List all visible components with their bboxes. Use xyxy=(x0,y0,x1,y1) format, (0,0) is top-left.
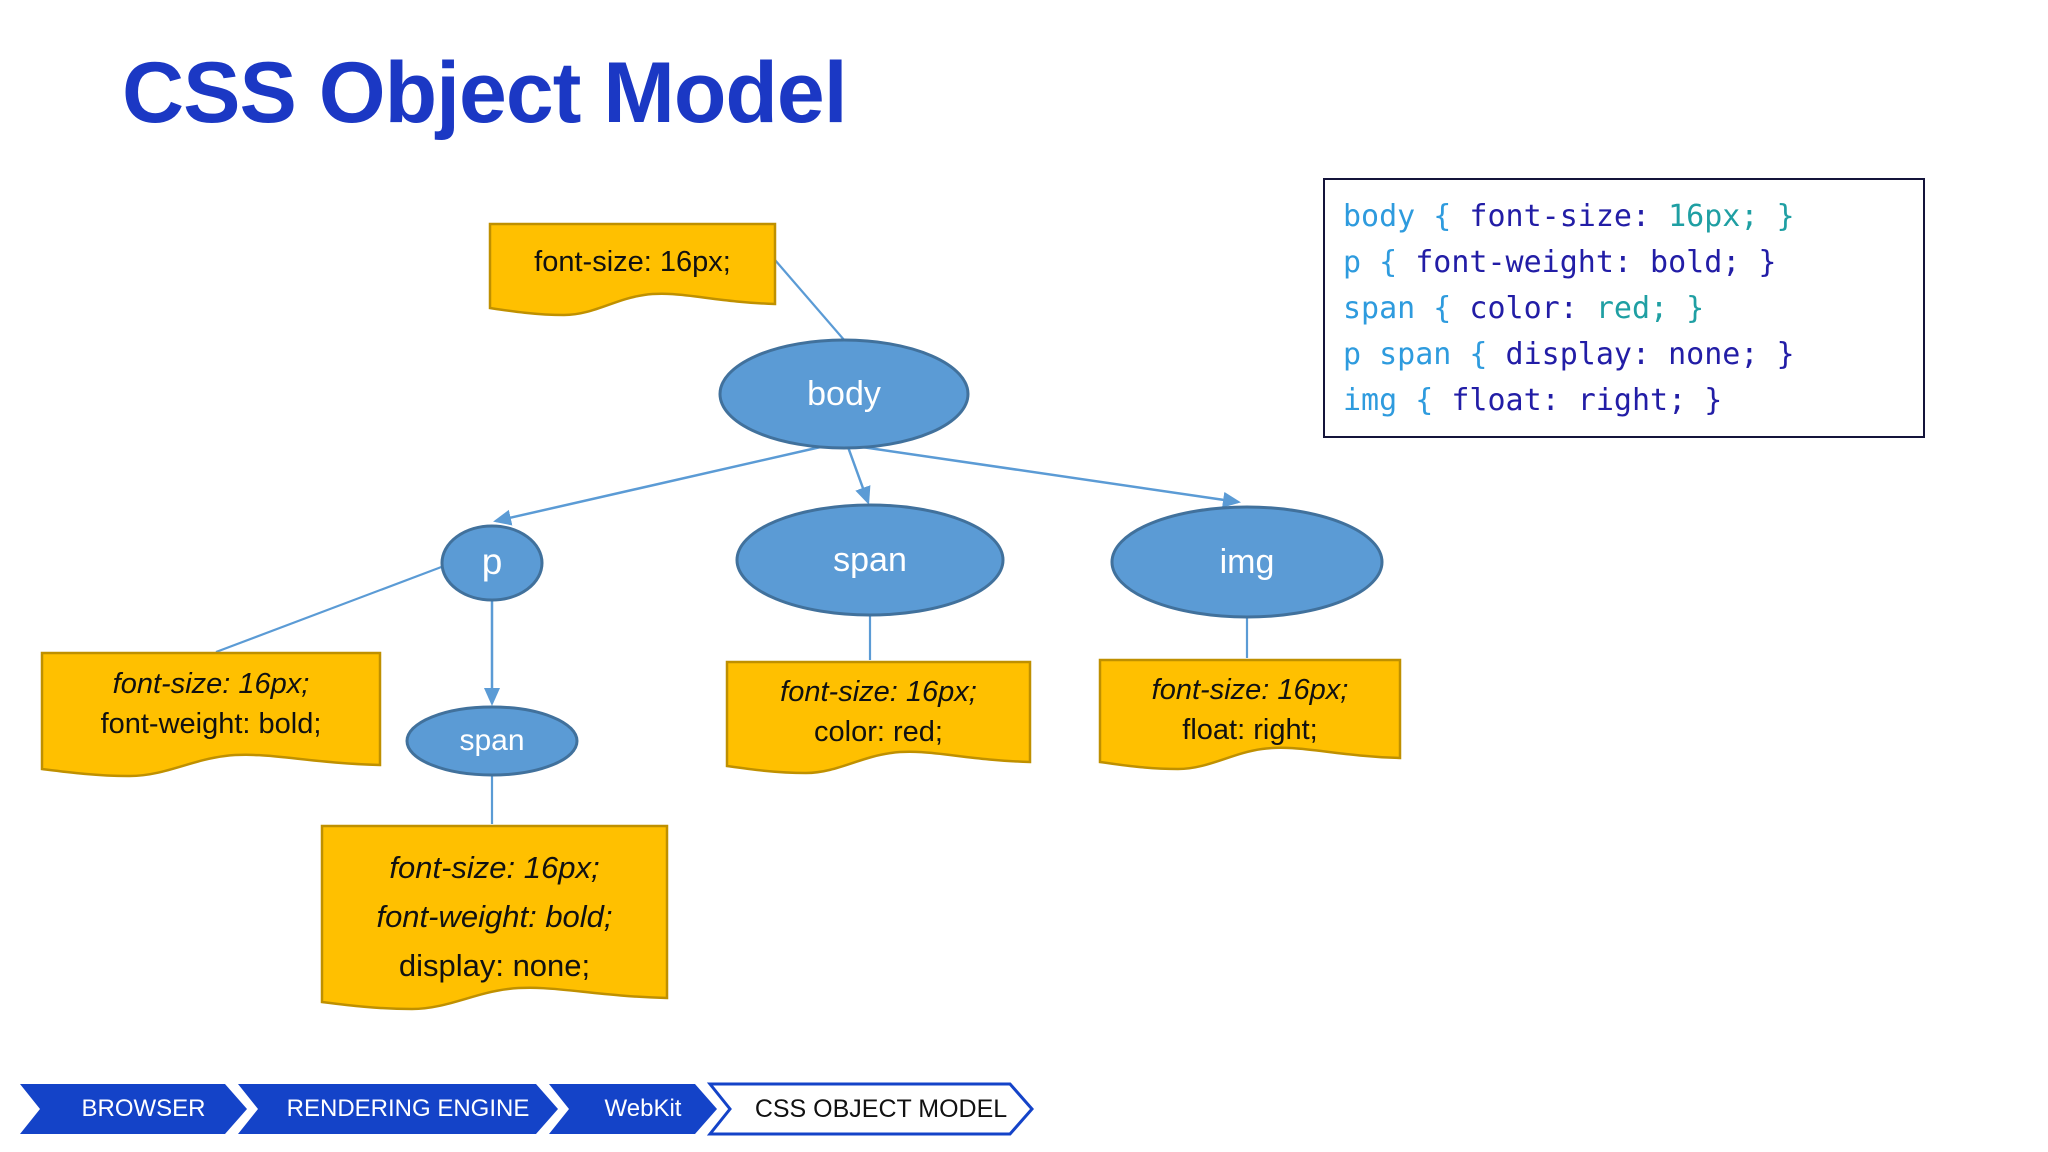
chevron-browser xyxy=(20,1084,247,1134)
code-value: red; } xyxy=(1595,291,1705,326)
chevron-webkit xyxy=(549,1084,717,1134)
code-property: display: none; } xyxy=(1487,337,1795,372)
note-line: color: red; xyxy=(814,716,943,748)
node-label-body: body xyxy=(807,375,881,413)
note-shape-body xyxy=(488,222,777,317)
node-ellipse-span-small xyxy=(405,705,579,777)
breadcrumb-item-rendering-engine: RENDERING ENGINE xyxy=(286,1095,530,1122)
code-line: body { font-size: 16px; } xyxy=(1343,194,1905,240)
note-shape-p xyxy=(40,651,382,778)
code-property: font-size: xyxy=(1451,199,1669,234)
node-label-span: span xyxy=(833,541,907,579)
page-title: CSS Object Model xyxy=(122,45,848,141)
arrow-body-to-img xyxy=(854,444,1241,508)
node-ellipse-span xyxy=(735,503,1005,617)
breadcrumb-item-browser: BROWSER xyxy=(81,1095,206,1122)
connector-note-to-body xyxy=(774,259,846,342)
code-property: font-weight: bold; } xyxy=(1397,245,1777,280)
node-label-p: p xyxy=(481,541,503,582)
note-shape-span xyxy=(725,660,1032,775)
node-label-img: img xyxy=(1219,543,1275,581)
css-code-panel: body { font-size: 16px; } p { font-weigh… xyxy=(1323,178,1925,438)
node-ellipse-p xyxy=(440,524,544,602)
note-text-span: font-size: 16px; color: red; xyxy=(727,672,1030,752)
code-selector: img { xyxy=(1343,383,1434,418)
chevron-rendering-engine xyxy=(238,1084,558,1134)
note-text-img: font-size: 16px; float: right; xyxy=(1100,670,1400,750)
arrow-body-to-span xyxy=(846,446,871,505)
note-line: font-size: 16px; xyxy=(112,668,310,700)
code-line: p { font-weight: bold; } xyxy=(1343,240,1905,286)
node-label-span-small: span xyxy=(459,724,525,757)
note-line: font-size: 16px; xyxy=(780,676,977,708)
note-line: font-size: 16px; xyxy=(389,850,600,885)
breadcrumb-item-css-object-model: CSS OBJECT MODEL xyxy=(754,1095,1008,1123)
arrow-body-to-p xyxy=(493,444,826,526)
note-text-body: font-size: 16px; xyxy=(490,224,775,300)
code-selector: span { xyxy=(1343,291,1452,326)
code-selector: p span { xyxy=(1343,337,1488,372)
code-line: span { color: red; } xyxy=(1343,286,1905,332)
note-text-p: font-size: 16px; font-weight: bold; xyxy=(42,664,380,744)
note-line: font-weight: bold; xyxy=(376,899,613,934)
code-value: 16px; } xyxy=(1668,199,1795,234)
note-line: font-size: 16px; xyxy=(1151,674,1349,706)
code-selector: body { xyxy=(1343,199,1452,234)
node-ellipse-img xyxy=(1110,505,1384,619)
code-property: color: xyxy=(1451,291,1596,326)
note-line: float: right; xyxy=(1182,714,1318,746)
code-line: p span { display: none; } xyxy=(1343,332,1905,378)
note-shape-img xyxy=(1098,658,1402,771)
code-selector: p { xyxy=(1343,245,1398,280)
node-ellipse-body xyxy=(718,338,970,450)
note-line: display: none; xyxy=(398,948,591,983)
note-text-p-span: font-size: 16px; font-weight: bold; disp… xyxy=(322,843,667,990)
breadcrumb-item-webkit: WebKit xyxy=(604,1095,682,1122)
note-line: font-size: 16px; xyxy=(534,246,731,278)
connector-note-to-p xyxy=(215,564,445,654)
code-line: img { float: right; } xyxy=(1343,378,1905,424)
chevron-css-object-model xyxy=(706,1082,1034,1136)
note-line: font-weight: bold; xyxy=(100,708,322,740)
code-property: float: right; } xyxy=(1433,383,1723,418)
note-shape-p-span xyxy=(320,824,669,1011)
